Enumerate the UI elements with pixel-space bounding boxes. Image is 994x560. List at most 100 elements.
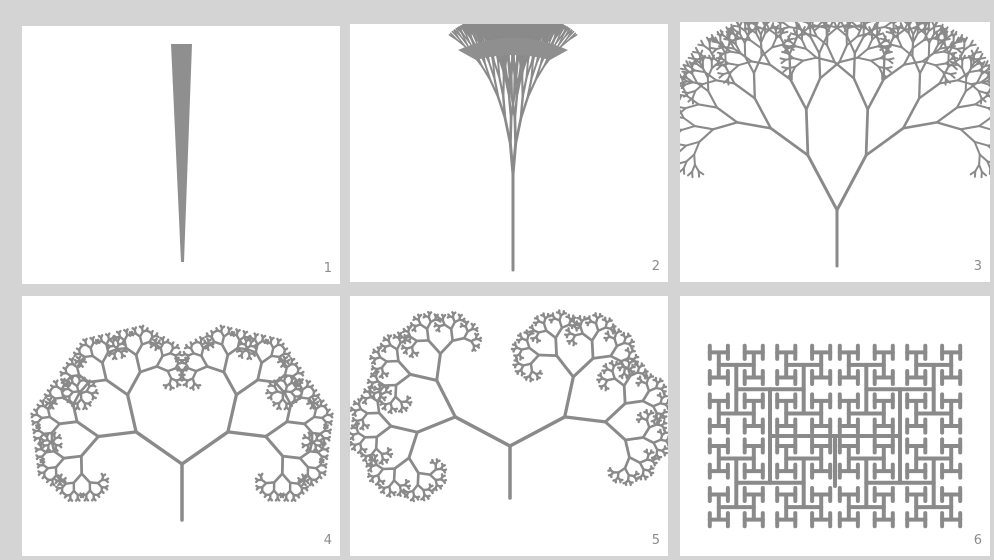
branch bbox=[43, 476, 45, 478]
branch bbox=[37, 426, 39, 428]
branch bbox=[414, 317, 415, 319]
branch bbox=[795, 61, 803, 67]
branch bbox=[163, 353, 171, 356]
branch bbox=[718, 73, 724, 74]
branch bbox=[304, 424, 312, 433]
branch bbox=[266, 340, 267, 342]
branch bbox=[573, 358, 593, 377]
branch bbox=[614, 480, 616, 481]
branch bbox=[857, 58, 870, 61]
branch bbox=[158, 343, 160, 344]
branch bbox=[177, 358, 178, 360]
branch bbox=[827, 32, 828, 46]
branch bbox=[390, 455, 391, 457]
branch bbox=[531, 355, 539, 364]
branch bbox=[936, 65, 944, 72]
branch bbox=[351, 442, 352, 444]
branch bbox=[239, 355, 241, 356]
branch bbox=[85, 339, 86, 341]
branch bbox=[130, 332, 132, 333]
branch bbox=[164, 385, 167, 386]
branch bbox=[324, 466, 326, 468]
branch bbox=[682, 126, 695, 130]
fractal-tree-4 bbox=[22, 296, 340, 556]
branch bbox=[407, 481, 409, 482]
branch bbox=[281, 495, 283, 497]
branch bbox=[680, 130, 682, 137]
branch bbox=[119, 331, 120, 333]
branch bbox=[177, 347, 179, 348]
branch bbox=[328, 439, 330, 441]
branch bbox=[498, 62, 499, 78]
branch bbox=[126, 329, 127, 331]
branch bbox=[54, 451, 64, 458]
branch bbox=[411, 323, 412, 325]
branch bbox=[794, 34, 799, 35]
branch bbox=[279, 359, 280, 361]
branch bbox=[362, 396, 363, 398]
branch bbox=[268, 397, 270, 398]
branch bbox=[241, 341, 242, 343]
branch bbox=[418, 473, 419, 485]
branch bbox=[711, 48, 717, 49]
branch bbox=[136, 432, 182, 464]
branch bbox=[271, 356, 279, 357]
branch bbox=[919, 73, 920, 98]
branch bbox=[866, 128, 903, 155]
branch bbox=[302, 483, 304, 485]
branch bbox=[93, 385, 95, 386]
branch bbox=[31, 414, 33, 415]
branch bbox=[615, 379, 624, 386]
branch bbox=[430, 486, 432, 487]
branch bbox=[201, 338, 203, 340]
branch bbox=[328, 410, 330, 412]
branch bbox=[155, 339, 156, 341]
branch bbox=[212, 345, 214, 347]
branch bbox=[50, 407, 52, 409]
branch bbox=[163, 337, 164, 339]
branch bbox=[274, 474, 282, 483]
branch bbox=[416, 354, 417, 356]
branch bbox=[609, 475, 611, 476]
branch bbox=[513, 144, 516, 174]
branch bbox=[855, 37, 864, 53]
branch bbox=[354, 402, 355, 404]
branch bbox=[369, 474, 370, 476]
branch bbox=[777, 28, 783, 29]
branch bbox=[378, 401, 380, 413]
branch bbox=[417, 340, 429, 341]
branch bbox=[93, 397, 94, 399]
branch bbox=[372, 362, 374, 363]
branch bbox=[189, 368, 197, 371]
branch bbox=[68, 400, 70, 402]
branch bbox=[185, 359, 187, 360]
branch bbox=[56, 487, 58, 488]
branch bbox=[314, 390, 316, 392]
branch bbox=[988, 84, 990, 88]
branch bbox=[826, 22, 830, 23]
branch bbox=[292, 378, 294, 380]
branch bbox=[50, 417, 60, 424]
branch bbox=[979, 126, 990, 130]
branch bbox=[316, 403, 318, 405]
branch bbox=[409, 458, 418, 473]
branch bbox=[389, 411, 391, 412]
branch bbox=[761, 35, 762, 49]
branch bbox=[440, 341, 452, 354]
branch bbox=[103, 475, 105, 477]
branch bbox=[957, 104, 975, 107]
branch bbox=[411, 499, 413, 500]
branch bbox=[961, 126, 979, 129]
branch bbox=[643, 401, 653, 406]
branch bbox=[61, 372, 63, 374]
branch bbox=[372, 366, 373, 368]
branch bbox=[381, 491, 383, 492]
branch bbox=[526, 24, 527, 25]
branch bbox=[128, 372, 141, 395]
branch bbox=[565, 377, 574, 417]
branch bbox=[593, 356, 611, 358]
branch bbox=[540, 373, 542, 374]
branch bbox=[79, 357, 80, 359]
branch bbox=[782, 67, 787, 68]
